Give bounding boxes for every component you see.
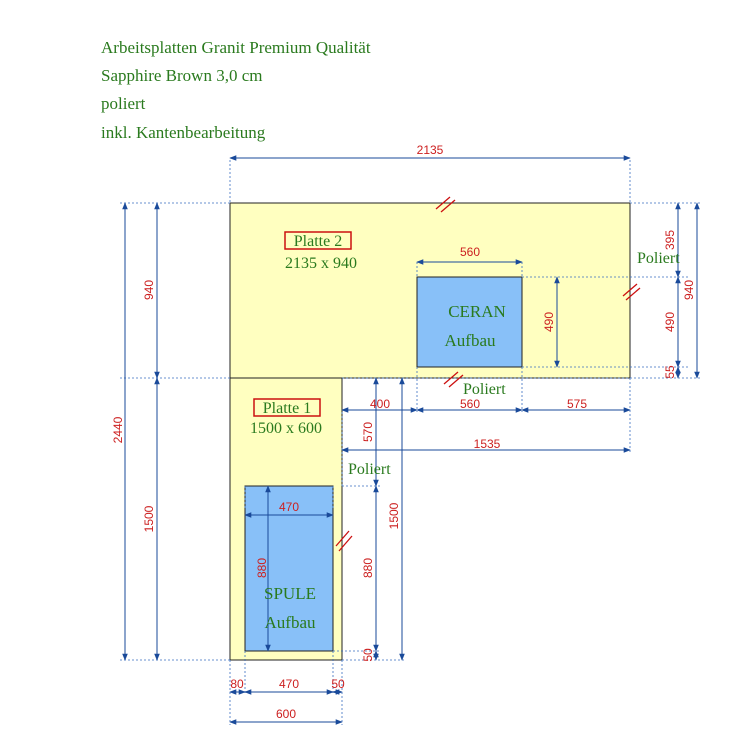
polished-edge-marks (335, 196, 641, 552)
dim-offset-570: 570 (361, 422, 375, 442)
plate-1-name: Platte 1 (263, 400, 311, 417)
dim-overall-depth: 2440 (111, 416, 125, 443)
plate-2-label-box (284, 231, 352, 250)
dim-sink-length-right: 880 (361, 558, 375, 578)
dim-plate2-depth-right: 940 (682, 280, 696, 300)
dim-plate1-width: 600 (276, 707, 296, 721)
dim-plate1-length-inner: 1500 (387, 502, 401, 529)
dim-bottom-50: 50 (331, 677, 345, 691)
guide-lines (120, 160, 700, 725)
sink-name: SPULE (264, 584, 316, 603)
dim-sink-width: 470 (279, 500, 299, 514)
dim-ceran-top-offset: 395 (663, 230, 677, 250)
header-line-stone: Sapphire Brown 3,0 cm (101, 66, 262, 85)
dim-sink-length: 880 (255, 558, 269, 578)
plate-2-size: 2135 x 940 (285, 255, 357, 272)
polished-note-right: Poliert (637, 250, 680, 267)
dim-ceran-depth-right: 490 (663, 312, 677, 332)
dim-plate1-length-left: 1500 (142, 505, 156, 532)
dim-ceran-bottom-offset: 55 (663, 365, 677, 379)
dim-bottom-470: 470 (279, 677, 299, 691)
polished-note-ceran: Poliert (463, 381, 506, 398)
dim-bottom-80: 80 (230, 677, 244, 691)
plate-1-label-box (253, 398, 321, 417)
plate-2-name: Platte 2 (294, 233, 342, 250)
dim-plate2-depth-left: 940 (142, 280, 156, 300)
header-line-edges: inkl. Kantenbearbeitung (101, 123, 266, 142)
dimension-texts: 2135 2440 940 1500 940 395 490 55 560 49… (111, 143, 696, 721)
ceran-type: Aufbau (445, 331, 496, 350)
dim-overall-width: 2135 (417, 143, 444, 157)
header: Arbeitsplatten Granit Premium Qualität S… (101, 38, 371, 142)
dim-ceran-width: 560 (460, 245, 480, 259)
ceran-cutout (416, 276, 523, 368)
dim-offset-400: 400 (370, 397, 390, 411)
dim-ceran-depth: 490 (542, 312, 556, 332)
dim-span-1535: 1535 (474, 437, 501, 451)
header-line-material: Arbeitsplatten Granit Premium Qualität (101, 38, 371, 57)
sink-type: Aufbau (265, 613, 316, 632)
ceran-name: CERAN (448, 302, 506, 321)
dim-sink-bottom-offset: 50 (361, 648, 375, 662)
dimension-lines (122, 155, 700, 725)
header-line-finish: poliert (101, 94, 146, 113)
polished-note-plate1: Poliert (348, 461, 391, 478)
dim-ceran-width-bottom: 560 (460, 397, 480, 411)
plate-1-size: 1500 x 600 (250, 420, 322, 437)
dim-right-575: 575 (567, 397, 587, 411)
